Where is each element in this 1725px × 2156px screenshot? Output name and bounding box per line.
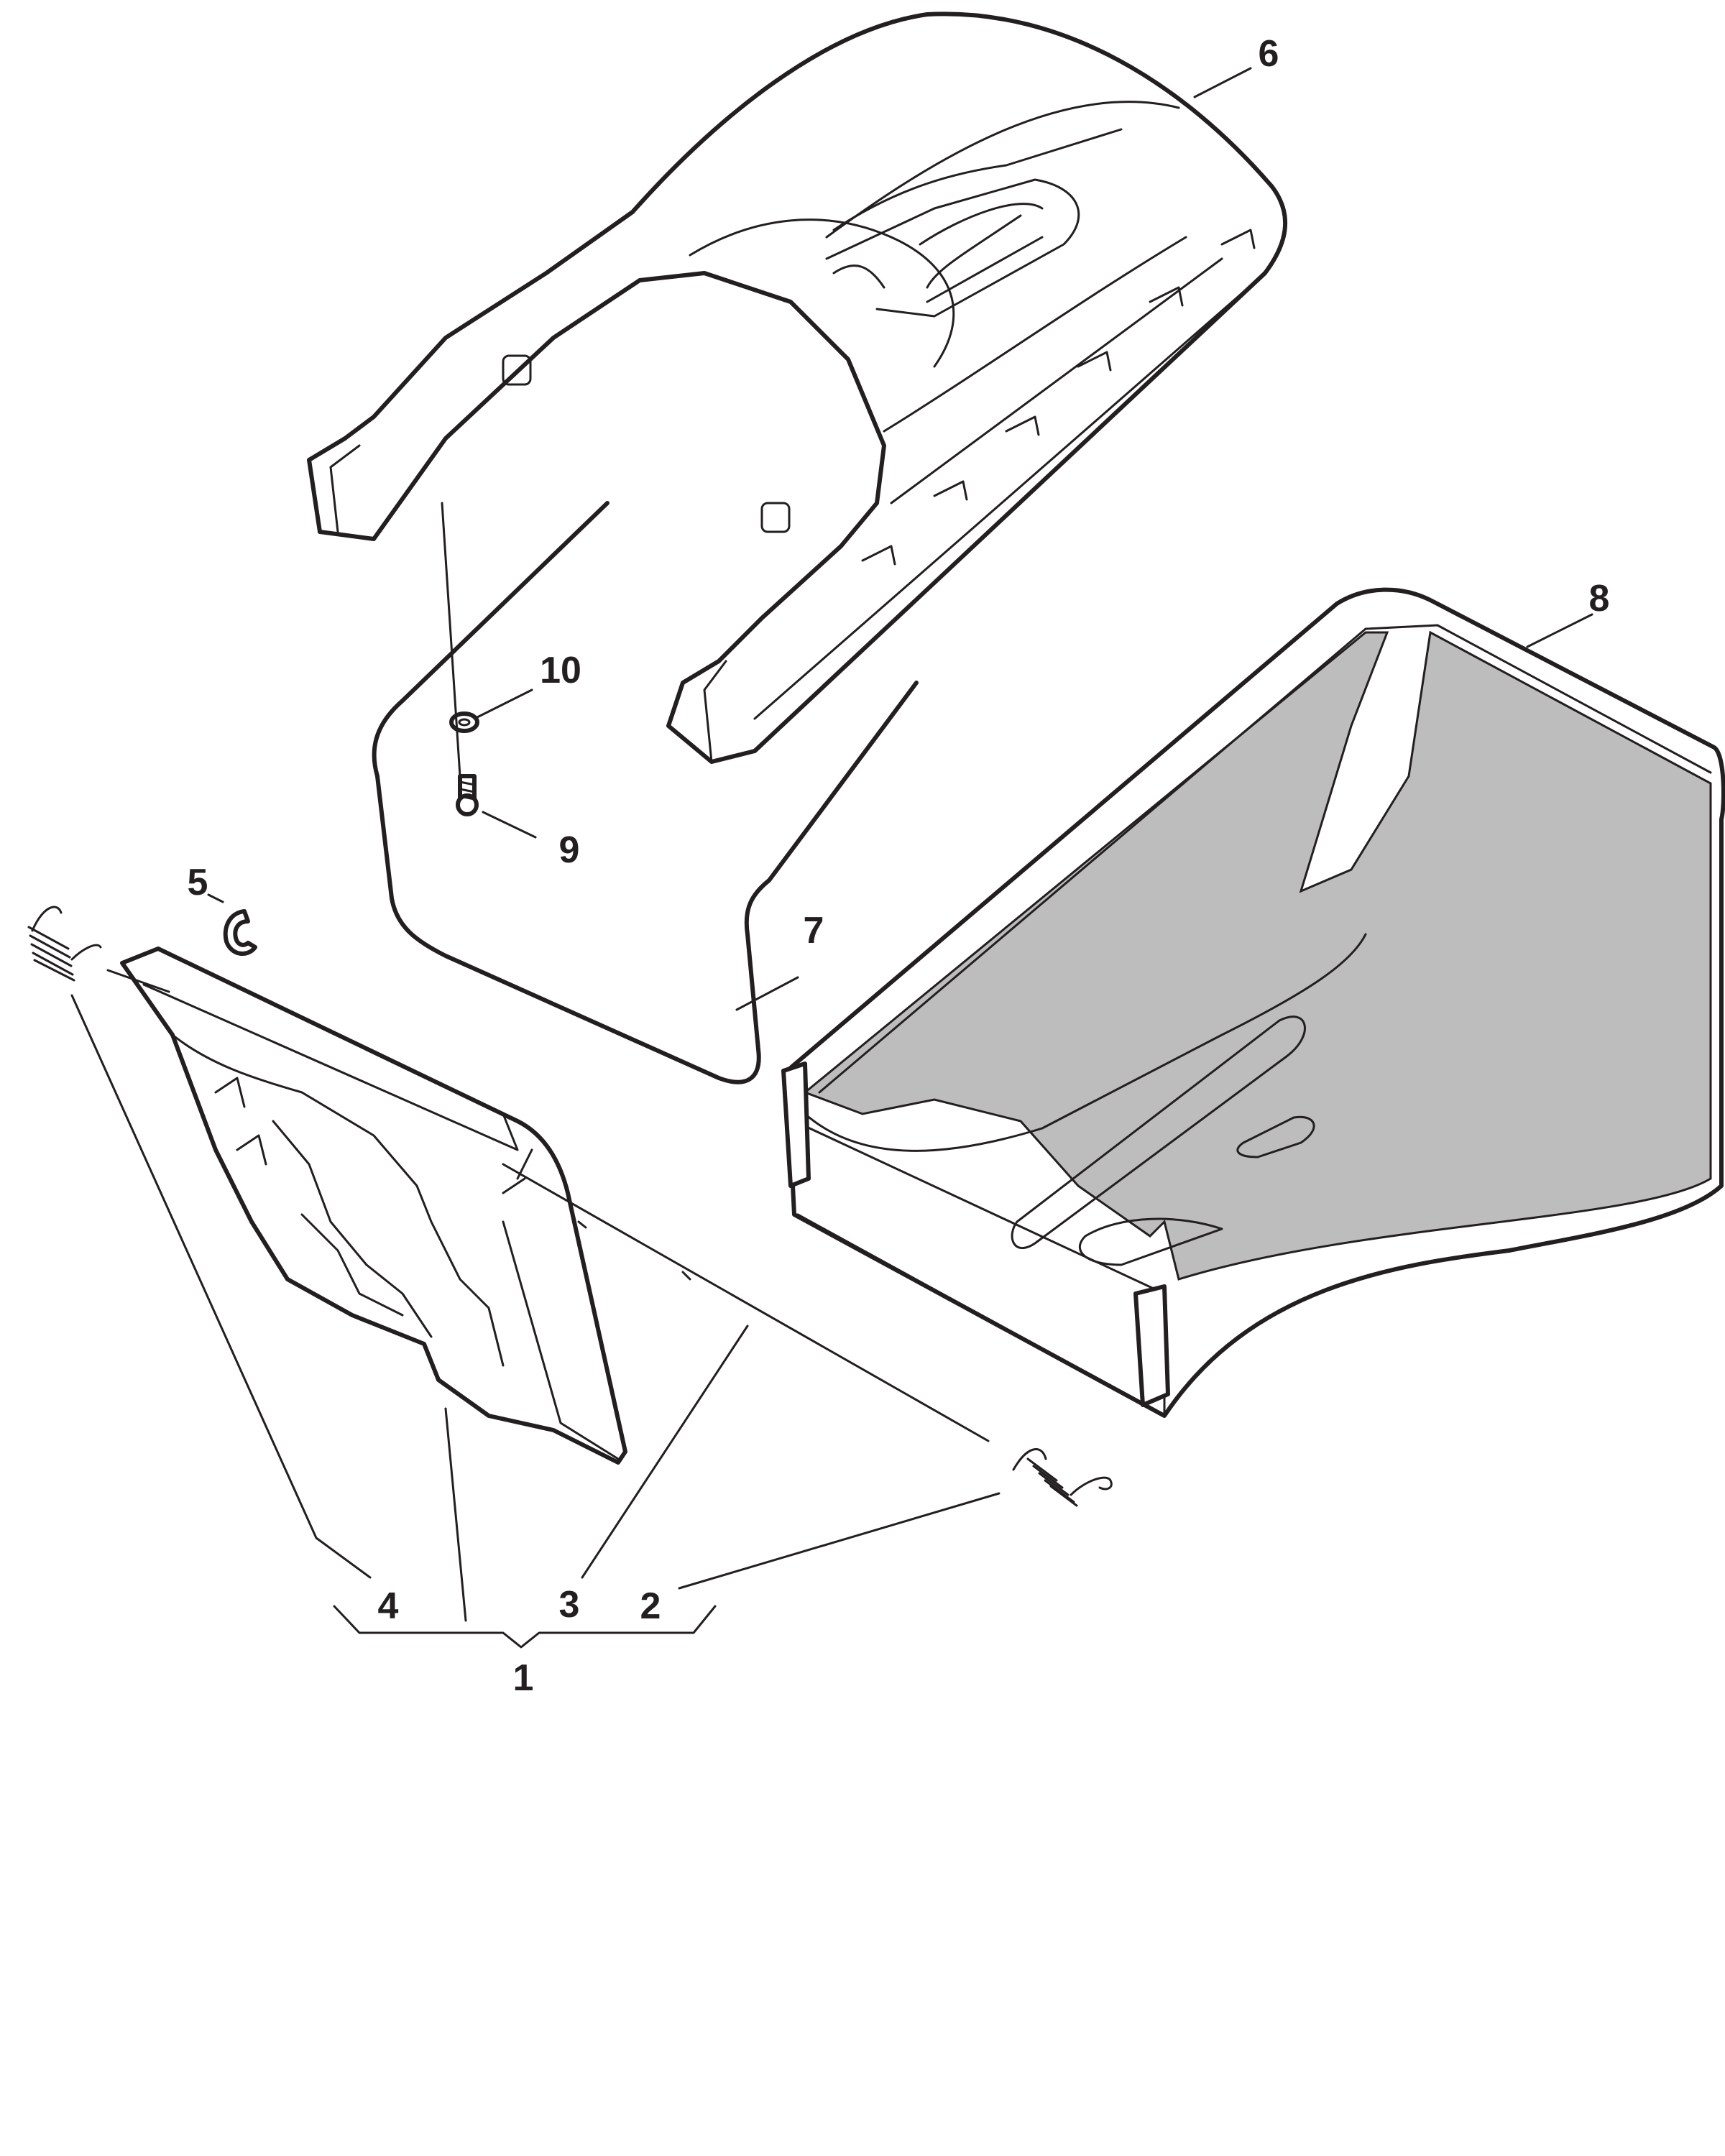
label-4: 4 bbox=[378, 1585, 399, 1627]
label-8: 8 bbox=[1589, 578, 1610, 619]
label-7: 7 bbox=[804, 910, 824, 952]
label-10: 10 bbox=[540, 650, 581, 691]
part-7-wire-frame bbox=[372, 501, 919, 1084]
part-6-cover bbox=[307, 11, 1288, 764]
leader-lines bbox=[70, 67, 1593, 1649]
part-8-grass-box bbox=[781, 587, 1725, 1418]
label-9: 9 bbox=[559, 829, 580, 871]
part-9-screw bbox=[456, 774, 479, 816]
part-3-rod bbox=[106, 969, 990, 1442]
label-5: 5 bbox=[188, 862, 208, 903]
callouts: 1 2 3 4 5 6 7 8 9 10 bbox=[188, 33, 1610, 1699]
label-6: 6 bbox=[1259, 33, 1279, 75]
part-1-flap bbox=[120, 946, 627, 1465]
label-1: 1 bbox=[513, 1657, 534, 1699]
part-10-washer bbox=[449, 711, 479, 733]
label-3: 3 bbox=[559, 1584, 580, 1626]
part-5-circlip bbox=[223, 909, 257, 956]
part-2-spring-right bbox=[1012, 1448, 1113, 1507]
part-4-spring-left bbox=[27, 906, 102, 982]
label-2: 2 bbox=[640, 1585, 661, 1627]
